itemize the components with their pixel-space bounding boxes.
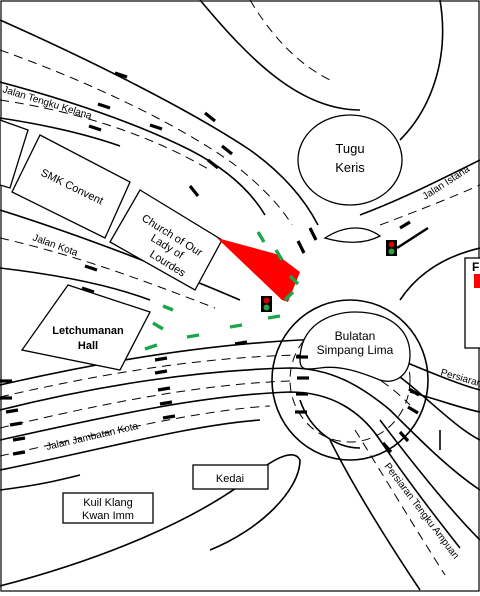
building-kuil-klang-kwan-imm: [62, 492, 154, 524]
label-jalan-tengku-kelana: Jalan Tengku Kelana: [1, 84, 93, 122]
label-legend-partial: F: [472, 260, 479, 274]
tugu-keris-monument: [297, 114, 403, 243]
road-jalan-tengku-kelana: [0, 19, 319, 226]
label-kuil-line2: Kwan Imm: [82, 510, 134, 522]
label-persiaran-partial: Persiaran: [439, 367, 480, 389]
label-tugu-keris-line1: Tugu: [335, 141, 364, 156]
label-jalan-istana: Jalan Istana: [421, 164, 473, 203]
building-church-of-our-lady-of-lourdes: [109, 189, 223, 291]
legend-box: [464, 257, 480, 349]
label-jalan-jambatan-kota: Jalan Jambatan Kota: [45, 421, 139, 453]
label-letchumanan-hall-line2: Hall: [78, 340, 98, 352]
direction-arrows: [0, 71, 420, 456]
building-letchumanan-hall: [20, 284, 151, 371]
roundabout-bulatan-simpang-lima: [271, 299, 429, 461]
label-kedai: Kedai: [216, 473, 244, 485]
traffic-light-icon: [261, 296, 272, 312]
label-jalan-kota: Jalan Kota: [31, 232, 80, 259]
label-kuil-line1: Kuil Klang: [83, 497, 133, 509]
label-bulatan-line1: Bulatan: [335, 329, 376, 343]
detour-arrow-icon: [144, 231, 300, 351]
label-letchumanan-hall-line1: Letchumanan: [52, 325, 124, 337]
label-tugu-keris-line2: Keris: [335, 160, 365, 175]
traffic-light-icon: [386, 226, 429, 256]
building-left-top: [0, 119, 29, 189]
label-bulatan-line2: Simpang Lima: [317, 343, 394, 357]
building-smk-convent: [11, 134, 131, 239]
road-top-right: [199, 0, 444, 141]
label-persiaran-tengku-ampuan: Persiaran Tengku Ampuan: [382, 461, 461, 561]
building-kedai: [192, 464, 269, 490]
highlighted-site-area: [217, 238, 300, 302]
road-jalan-istana: [359, 159, 480, 301]
road-jalan-kota: [0, 209, 241, 309]
